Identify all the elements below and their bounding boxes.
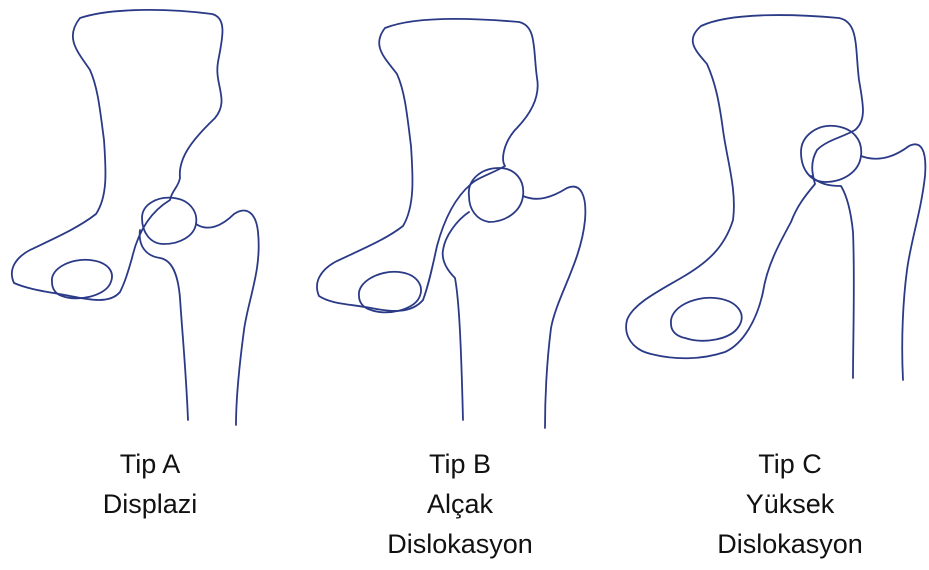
caption-type-c: Tip C Yüksek Dislokasyon bbox=[680, 444, 900, 564]
hip-drawing-type-b bbox=[305, 0, 605, 440]
description-line: Dislokasyon bbox=[680, 524, 900, 564]
obturator-foramen-outline bbox=[52, 260, 112, 299]
type-label: Tip C bbox=[680, 444, 900, 484]
femoral-head-outline bbox=[142, 198, 196, 244]
femoral-head-outline bbox=[469, 168, 523, 222]
description-line: Yüksek bbox=[680, 484, 900, 524]
pelvis-outline bbox=[626, 15, 863, 358]
hip-drawing-type-a bbox=[0, 0, 300, 440]
type-label: Tip B bbox=[350, 444, 570, 484]
panel-type-a: Tip A Displazi bbox=[0, 0, 300, 570]
obturator-foramen-outline bbox=[359, 272, 421, 313]
obturator-foramen-outline bbox=[671, 298, 742, 341]
femoral-head-outline bbox=[801, 126, 861, 182]
femur-outline bbox=[443, 187, 586, 428]
pelvis-outline bbox=[317, 19, 538, 311]
hip-drawing-type-c bbox=[615, 0, 929, 440]
description-line: Displazi bbox=[40, 484, 260, 524]
caption-type-a: Tip A Displazi bbox=[40, 444, 260, 524]
pelvis-outline bbox=[12, 10, 223, 300]
femur-outline bbox=[811, 144, 925, 380]
description-line: Alçak bbox=[350, 484, 570, 524]
description-line: Dislokasyon bbox=[350, 524, 570, 564]
panel-type-c: Tip C Yüksek Dislokasyon bbox=[615, 0, 929, 570]
caption-type-b: Tip B Alçak Dislokasyon bbox=[350, 444, 570, 564]
panel-type-b: Tip B Alçak Dislokasyon bbox=[305, 0, 605, 570]
type-label: Tip A bbox=[40, 444, 260, 484]
